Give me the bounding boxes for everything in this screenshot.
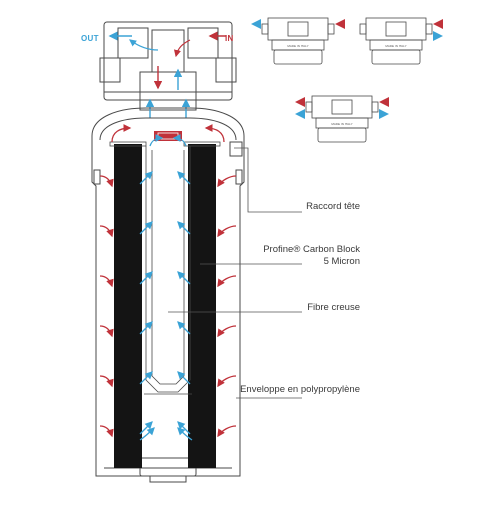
filter-head xyxy=(99,21,237,111)
blue-arrow-icon xyxy=(177,221,191,235)
red-arrow-icon xyxy=(217,425,237,438)
red-arrow-icon xyxy=(99,425,114,438)
red-arrow-icon xyxy=(217,225,237,238)
valve-marking: MADE IN ITALY xyxy=(287,44,308,48)
blue-arrow-icon xyxy=(177,321,191,335)
carbon-block-left xyxy=(114,144,142,468)
blue-arrow-icon xyxy=(149,134,164,147)
blue-arrow-icon xyxy=(251,19,261,29)
head-collar xyxy=(139,71,197,111)
label-carbon-block: Profine® Carbon Block xyxy=(263,244,360,255)
red-arrow-icon xyxy=(433,19,443,29)
valve-config-3: MADE IN ITALY xyxy=(295,95,389,143)
flow-arrows xyxy=(99,124,237,441)
red-arrow-icon xyxy=(335,19,345,29)
red-arrow-icon xyxy=(217,175,237,188)
head-cavity-left xyxy=(117,27,149,59)
blue-arrow-icon xyxy=(139,221,153,235)
red-arrow-icon xyxy=(99,375,114,388)
valve-marking: MADE IN ITALY xyxy=(385,44,406,48)
in-label: IN xyxy=(225,34,234,43)
right-step xyxy=(235,169,243,185)
blue-arrow-icon xyxy=(379,109,389,119)
valve-marking: MADE IN ITALY xyxy=(331,122,352,126)
red-arrow-icon xyxy=(99,275,114,288)
red-arrow-icon xyxy=(204,124,225,143)
blue-arrow-icon xyxy=(129,39,159,51)
leader-head xyxy=(234,147,302,213)
blue-arrow-icon xyxy=(139,271,153,285)
carbon-block-right xyxy=(188,144,216,468)
label-hollow-fiber: Fibre creuse xyxy=(307,302,360,313)
shoulder-inner xyxy=(99,117,237,141)
head-right-nut xyxy=(215,57,237,83)
head-left-nut xyxy=(99,57,121,83)
blue-arrow-icon xyxy=(139,321,153,335)
head-body xyxy=(103,21,233,101)
blue-arrow-icon xyxy=(177,271,191,285)
red-arrow-icon xyxy=(217,375,237,388)
red-arrow-icon xyxy=(217,275,237,288)
blue-arrow-icon xyxy=(177,171,191,185)
blue-arrow-icon xyxy=(177,371,191,385)
red-arrow-icon xyxy=(295,97,305,107)
valve-config-1: MADE IN ITALY xyxy=(251,17,345,65)
housing-outline xyxy=(91,107,245,477)
red-arrow-icon xyxy=(217,325,237,338)
red-arrow-icon xyxy=(99,325,114,338)
label-carbon-micron: 5 Micron xyxy=(323,256,360,267)
bottom-cap xyxy=(139,457,197,477)
top-seal xyxy=(154,131,182,141)
left-step xyxy=(93,169,101,185)
blue-arrow-icon xyxy=(295,109,305,119)
blue-arrow-icon xyxy=(139,427,155,441)
hollow-fiber-core xyxy=(144,146,192,395)
red-arrow-icon xyxy=(379,97,389,107)
carbon-blocks xyxy=(109,141,221,468)
head-cavity-right xyxy=(187,27,219,59)
leader-lines xyxy=(168,147,302,399)
blue-arrow-icon xyxy=(139,371,153,385)
label-polypropylene-shell: Enveloppe en polypropylène xyxy=(240,384,360,395)
head-center-port xyxy=(151,29,185,73)
blue-arrow-icon xyxy=(172,134,187,147)
blue-arrow-icon xyxy=(139,421,153,435)
red-arrow-icon xyxy=(99,175,114,188)
blue-arrow-icon xyxy=(139,171,153,185)
blue-arrow-icon xyxy=(177,427,193,441)
blue-arrow-icon xyxy=(433,31,443,41)
out-label: OUT xyxy=(81,34,99,43)
head-ports xyxy=(108,31,226,118)
head-fitting-notch xyxy=(229,141,243,157)
red-arrow-icon xyxy=(111,124,132,143)
valve-config-2: MADE IN ITALY xyxy=(359,17,443,65)
red-arrow-icon xyxy=(99,225,114,238)
valve-orientations: MADE IN ITALY MADE IN ITALY MADE IN ITALY xyxy=(251,17,443,143)
red-arrow-icon xyxy=(173,39,191,58)
label-head-fitting: Raccord tête xyxy=(306,201,360,212)
